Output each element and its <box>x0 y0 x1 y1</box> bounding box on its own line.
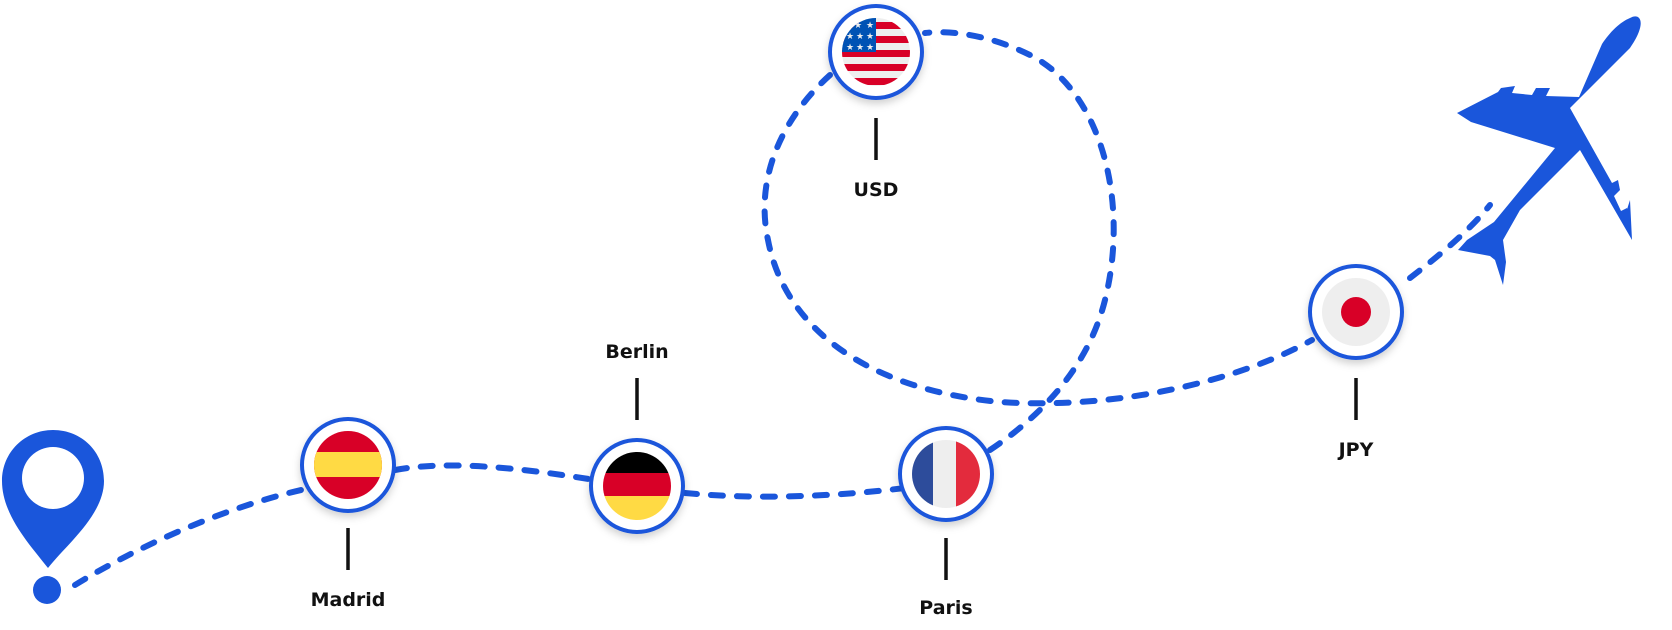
node-label-paris: Paris <box>919 597 972 619</box>
route-path <box>72 29 1493 588</box>
svg-text:★: ★ <box>856 43 864 53</box>
japan-flag-icon <box>1322 278 1390 346</box>
node-usd[interactable]: ★★ ★★★ ★★★ USD <box>828 4 924 201</box>
usa-flag-icon: ★★ ★★★ ★★★ <box>842 18 910 86</box>
svg-text:★: ★ <box>854 21 862 31</box>
svg-text:★: ★ <box>846 43 854 53</box>
node-label-madrid: Madrid <box>311 589 386 611</box>
airplane-icon <box>1457 16 1641 285</box>
svg-text:★: ★ <box>846 32 854 42</box>
node-madrid[interactable]: Madrid <box>300 417 396 611</box>
location-pin-icon <box>2 430 104 604</box>
svg-text:★: ★ <box>866 43 874 53</box>
node-label-berlin: Berlin <box>605 341 668 363</box>
node-label-usd: USD <box>854 179 899 201</box>
svg-text:★: ★ <box>856 32 864 42</box>
germany-flag-icon <box>603 452 671 520</box>
node-berlin[interactable]: Berlin <box>589 341 685 534</box>
node-jpy[interactable]: JPY <box>1308 264 1404 461</box>
spain-flag-icon <box>314 431 382 499</box>
svg-text:★: ★ <box>866 32 874 42</box>
svg-text:★: ★ <box>866 21 874 31</box>
node-label-jpy: JPY <box>1337 439 1374 461</box>
node-paris[interactable]: Paris <box>898 426 994 619</box>
